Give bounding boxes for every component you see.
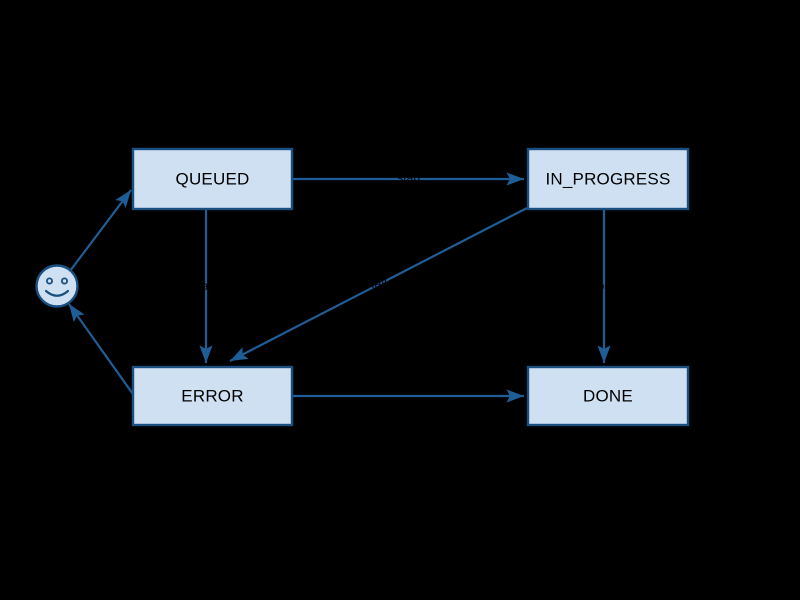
state-box bbox=[526, 365, 690, 427]
edge-queued-to-error[interactable]: fail bbox=[198, 209, 214, 363]
state-label-error: ERROR bbox=[181, 386, 243, 405]
state-node-done[interactable]: DONE bbox=[526, 365, 690, 427]
edge-error-to-start[interactable] bbox=[68, 303, 141, 405]
state-label-queued: QUEUED bbox=[176, 169, 250, 188]
smiley-right-eye-icon bbox=[61, 277, 69, 285]
state-box bbox=[131, 147, 294, 211]
state-box bbox=[526, 147, 690, 211]
state-label-done: DONE bbox=[583, 386, 633, 405]
smiley-face-icon bbox=[35, 264, 79, 308]
start-smiley-node[interactable] bbox=[35, 264, 79, 308]
state-node-queued[interactable]: QUEUED bbox=[131, 147, 294, 211]
state-node-in-progress[interactable]: IN_PROGRESS bbox=[526, 147, 690, 211]
state-node-error[interactable]: ERROR bbox=[131, 365, 294, 427]
edge-label-inprogress-to-error: fail bbox=[371, 277, 386, 291]
edge-queued-to-inprogress[interactable]: start bbox=[292, 171, 524, 186]
edge-inprogress-to-done[interactable]: ok bbox=[597, 209, 612, 363]
edge-start-to-queued[interactable] bbox=[69, 189, 132, 272]
edge-label-queued-to-inprogress: start bbox=[397, 171, 421, 185]
edge-line bbox=[68, 303, 141, 405]
smiley-mouth-icon bbox=[44, 289, 70, 297]
state-label-in-progress: IN_PROGRESS bbox=[545, 169, 670, 188]
edge-label-queued-to-error: fail bbox=[198, 279, 213, 293]
edge-line bbox=[229, 207, 528, 362]
edge-inprogress-to-error[interactable]: fail bbox=[229, 207, 528, 362]
edge-line bbox=[69, 189, 132, 272]
edge-label-inprogress-to-done: ok bbox=[598, 279, 612, 293]
smiley-left-eye-icon bbox=[46, 277, 54, 285]
state-box bbox=[131, 365, 294, 427]
